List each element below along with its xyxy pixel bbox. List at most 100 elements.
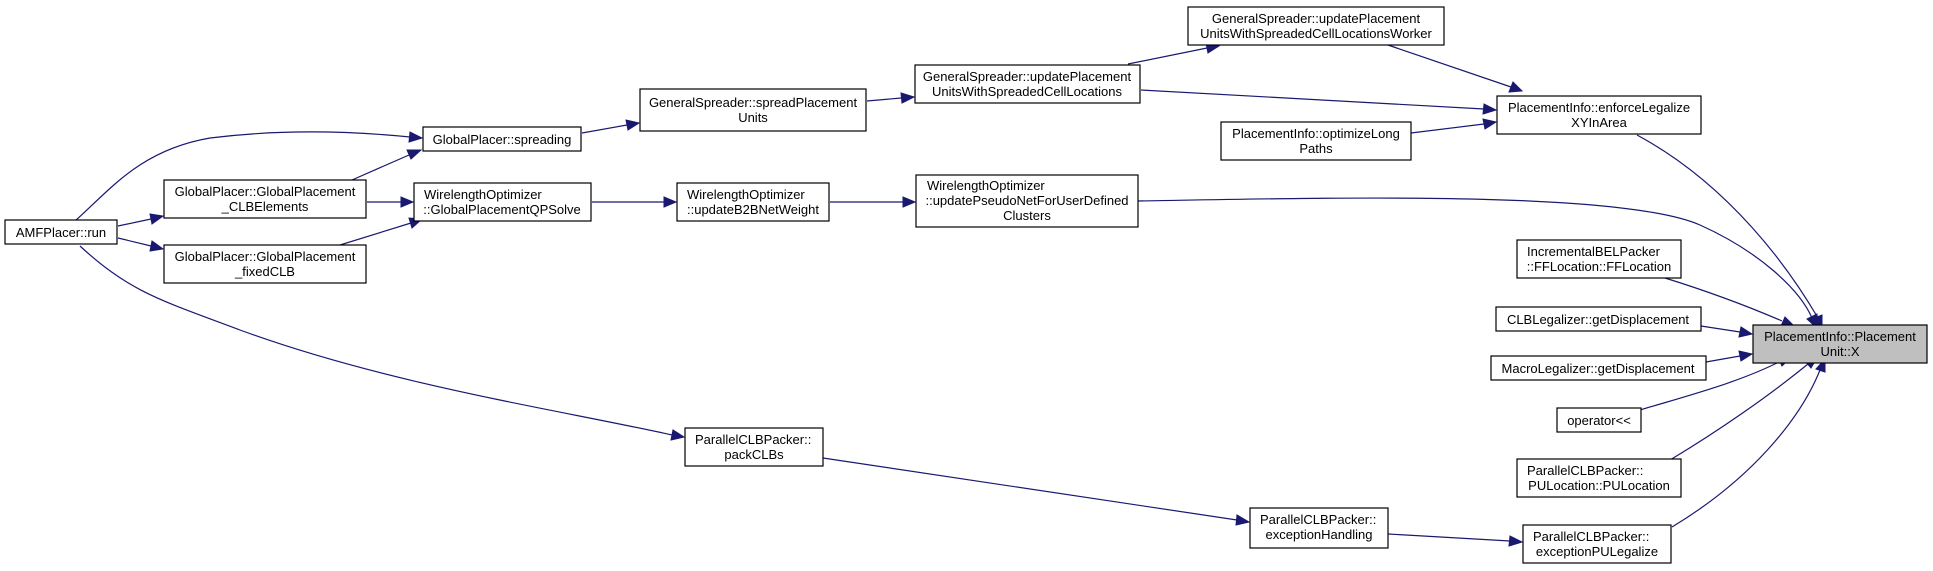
edge-ibel-to-x: [1664, 277, 1783, 322]
node-label: CLBLegalizer::getDisplacement: [1507, 312, 1689, 327]
node-placementinfo-optimizelongpaths[interactable]: PlacementInfo::optimizeLong Paths: [1220, 121, 1412, 161]
node-label-line-1: IncrementalBELPacker: [1527, 244, 1661, 259]
node-label: MacroLegalizer::getDisplacement: [1502, 361, 1695, 376]
node-label-line-2: ::updateB2BNetWeight: [687, 202, 819, 217]
node-label-line-1: GeneralSpreader::spreadPlacement: [649, 95, 858, 110]
edge-enforce-to-x: [1636, 134, 1819, 319]
node-label-line-1: PlacementInfo::enforceLegalize: [1508, 100, 1690, 115]
edge-spread-to-gsspread: [581, 124, 628, 134]
node-placementinfo-enforcelegalizexyinarea[interactable]: PlacementInfo::enforceLegalize XYInArea: [1496, 95, 1702, 135]
node-label-line-2: UnitsWithSpreadedCellLocations: [932, 84, 1123, 99]
node-label-line-1: PlacementInfo::optimizeLong: [1232, 126, 1400, 141]
node-wirelengthoptimizer-updateb2bnetweight[interactable]: WirelengthOptimizer ::updateB2BNetWeight: [676, 182, 830, 222]
edge-gsupd-to-enforce: [1140, 89, 1485, 110]
node-generalspreader-spreadplacementunits[interactable]: GeneralSpreader::spreadPlacement Units: [639, 88, 867, 132]
edge-woqp-to-wob2b-arrowhead: [663, 196, 678, 208]
edge-pupuloc-to-x: [1669, 363, 1809, 461]
edge-wob2b-to-wopseudo-arrowhead: [902, 196, 917, 208]
edge-amf-to-gpfix: [117, 237, 152, 247]
node-placementinfo-placementunit-x[interactable]: PlacementInfo::Placement Unit::X: [1752, 324, 1928, 364]
edge-gsupd-to-gsworker: [1127, 47, 1208, 65]
node-amfplacer-run[interactable]: AMFPlacer::run: [4, 219, 118, 245]
node-parallelclbpacker-exceptionhandling[interactable]: ParallelCLBPacker:: exceptionHandling: [1249, 507, 1389, 549]
node-generalspreader-updateplacementunitswithspreadedcelllocationsworker[interactable]: GeneralSpreader::updatePlacement UnitsWi…: [1187, 6, 1445, 46]
edge-gsworker-to-enforce: [1384, 43, 1512, 88]
edge-macrodisp-to-x: [1705, 355, 1741, 363]
edge-spread-to-gsspread-arrowhead: [625, 119, 641, 131]
node-label-line-1: PlacementInfo::Placement: [1764, 329, 1916, 344]
node-wirelengthoptimizer-globalplacementqpsolve[interactable]: WirelengthOptimizer ::GlobalPlacementQPS…: [413, 182, 592, 222]
edge-gsspread-to-gsupd-arrowhead: [900, 92, 916, 104]
node-label-line-2: _CLBElements: [221, 199, 309, 214]
edge-exc-to-puleg-arrowhead: [1508, 535, 1524, 547]
node-label-line-2: packCLBs: [724, 447, 784, 462]
edge-operator-to-x: [1639, 360, 1782, 411]
node-wirelengthoptimizer-updatepseudonetforuserdefinedclusters[interactable]: WirelengthOptimizer ::updatePseudoNetFor…: [915, 174, 1139, 228]
edge-amf-to-gpclb-arrowhead: [149, 213, 165, 225]
node-label: GlobalPlacer::spreading: [433, 132, 572, 147]
node-label-line-2: ::GlobalPlacementQPSolve: [423, 202, 581, 217]
edge-gsspread-to-gsupd: [866, 97, 902, 102]
edge-pilong-to-enforce-arrowhead: [1482, 118, 1498, 130]
edge-amf-to-gpfix-arrowhead: [149, 240, 165, 252]
node-label-line-2: exceptionHandling: [1266, 527, 1373, 542]
edge-gpclb-to-woqp-arrowhead: [400, 196, 415, 208]
edge-gpclb-to-spread-arrowhead: [406, 149, 423, 160]
node-label-line-1: WirelengthOptimizer: [424, 187, 542, 202]
node-label-line-1: ParallelCLBPacker::: [1260, 512, 1376, 527]
edge-amf-to-spread-arrowhead: [408, 131, 424, 143]
node-label-line-1: GeneralSpreader::updatePlacement: [1212, 11, 1421, 26]
node-label-line-2: _fixedCLB: [234, 264, 295, 279]
node-label: operator<<: [1567, 413, 1631, 428]
edge-gpclb-to-spread: [351, 154, 410, 181]
node-parallelclbpacker-packclbs[interactable]: ParallelCLBPacker:: packCLBs: [684, 427, 824, 467]
node-label-line-1: ParallelCLBPacker::: [1527, 463, 1643, 478]
edge-macrodisp-to-x-arrowhead: [1738, 350, 1754, 362]
edge-gsupd-to-enforce-arrowhead: [1482, 103, 1498, 115]
edge-amf-to-pack-arrowhead: [670, 429, 686, 441]
edge-gpfix-to-woqp: [339, 222, 412, 246]
node-label-line-2: Units: [738, 110, 768, 125]
node-label-line-1: GlobalPlacer::GlobalPlacement: [175, 184, 356, 199]
node-globalplacer-globalplacement-clbelements[interactable]: GlobalPlacer::GlobalPlacement _CLBElemen…: [163, 179, 367, 219]
node-label-line-2: Paths: [1299, 141, 1333, 156]
node-label-line-2: Unit::X: [1820, 344, 1859, 359]
node-globalplacer-spreading[interactable]: GlobalPlacer::spreading: [422, 126, 582, 152]
node-generalspreader-updateplacementunitswithspreadedcelllocations[interactable]: GeneralSpreader::updatePlacement UnitsWi…: [914, 64, 1141, 104]
edge-amf-to-spread: [74, 131, 411, 222]
node-label-line-2: ::updatePseudoNetForUserDefined: [925, 193, 1128, 208]
node-label-line-2: PULocation::PULocation: [1528, 478, 1670, 493]
node-label-line-1: WirelengthOptimizer: [687, 187, 805, 202]
nodes: AMFPlacer::run GlobalPlacer::spreading G…: [4, 6, 1928, 564]
edge-exc-to-puleg: [1387, 533, 1511, 542]
node-macrolegalizer-getdisplacement[interactable]: MacroLegalizer::getDisplacement: [1490, 355, 1707, 381]
node-clblegalizer-getdisplacement[interactable]: CLBLegalizer::getDisplacement: [1495, 306, 1702, 332]
node-label-line-2: XYInArea: [1571, 115, 1627, 130]
node-label-line-1: ParallelCLBPacker::: [695, 432, 811, 447]
node-incrementalbelpacker-fflocation[interactable]: IncrementalBELPacker ::FFLocation::FFLoc…: [1516, 239, 1682, 279]
node-label: AMFPlacer::run: [16, 225, 106, 240]
edge-pilong-to-enforce: [1410, 123, 1485, 134]
node-label-line-1: WirelengthOptimizer: [927, 178, 1045, 193]
node-label-line-3: Clusters: [1003, 208, 1051, 223]
node-globalplacer-globalplacement-fixedclb[interactable]: GlobalPlacer::GlobalPlacement _fixedCLB: [163, 244, 367, 284]
edge-amf-to-pack: [79, 245, 673, 436]
node-label-line-2: exceptionPULegalize: [1536, 544, 1658, 559]
node-label-line-1: ParallelCLBPacker::: [1533, 529, 1649, 544]
edge-pseudo-to-x: [1137, 197, 1813, 319]
edge-clbdisp-to-x: [1700, 325, 1741, 333]
node-label-line-1: GeneralSpreader::updatePlacement: [923, 69, 1132, 84]
edge-pack-to-exc: [822, 457, 1238, 521]
node-operator-stream[interactable]: operator<<: [1556, 407, 1642, 433]
edge-clbdisp-to-x-arrowhead: [1738, 326, 1754, 338]
node-parallelclbpacker-pulocation[interactable]: ParallelCLBPacker:: PULocation::PULocati…: [1516, 458, 1682, 498]
edge-gsworker-to-enforce-arrowhead: [1508, 81, 1524, 93]
node-label-line-2: ::FFLocation::FFLocation: [1527, 259, 1672, 274]
edge-pack-to-exc-arrowhead: [1235, 514, 1251, 526]
edge-puleg-to-x: [1671, 369, 1821, 528]
node-label-line-2: UnitsWithSpreadedCellLocationsWorker: [1200, 26, 1432, 41]
node-label-line-1: GlobalPlacer::GlobalPlacement: [175, 249, 356, 264]
node-parallelclbpacker-exceptionpulegalize[interactable]: ParallelCLBPacker:: exceptionPULegalize: [1522, 524, 1672, 564]
edge-amf-to-gpclb: [117, 218, 152, 227]
